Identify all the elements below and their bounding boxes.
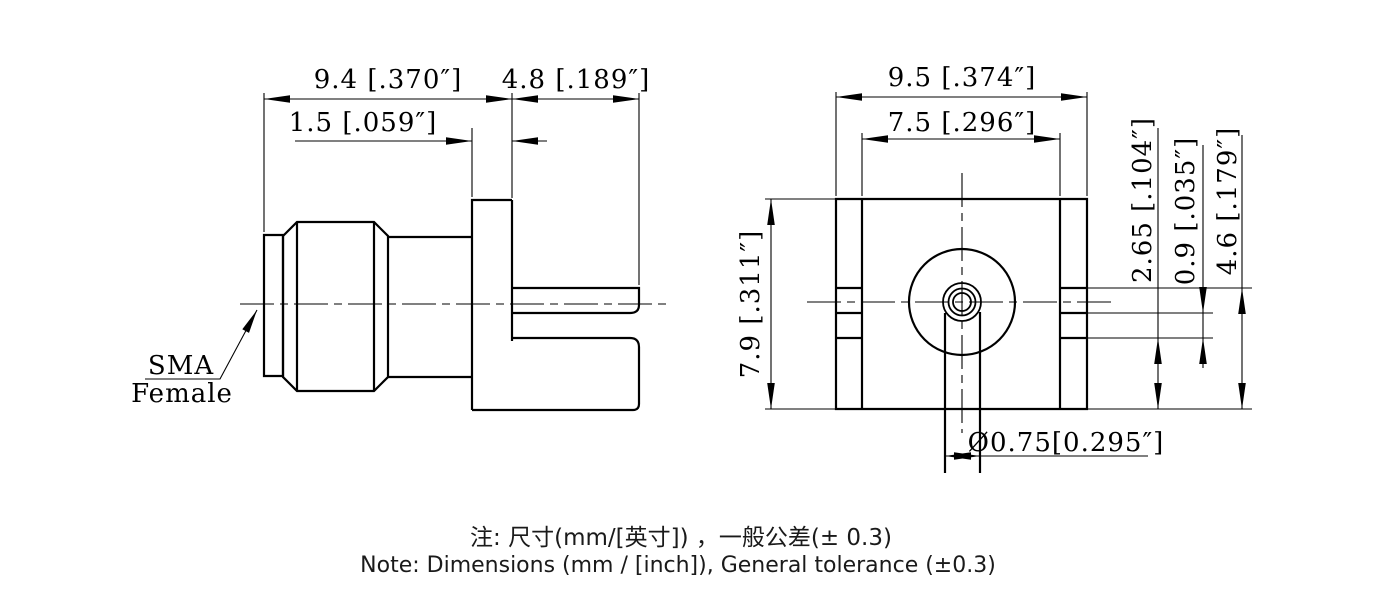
leader-arrow bbox=[242, 310, 257, 333]
hex-nut-outline bbox=[281, 220, 390, 393]
arrow bbox=[767, 199, 775, 225]
notes-block: 注: 尺寸(mm/[英寸]) ，一般公差(± 0.3) Note: Dimens… bbox=[360, 525, 996, 578]
body-block bbox=[470, 198, 512, 410]
slot-lines-right bbox=[1060, 286, 1087, 340]
front-interface-strip bbox=[262, 233, 285, 378]
connector-type-label-line2: Female bbox=[131, 379, 233, 409]
arrow bbox=[613, 95, 639, 103]
arrow bbox=[1034, 135, 1060, 143]
bottom-leg bbox=[472, 336, 641, 412]
contact-tab bbox=[512, 286, 641, 315]
arrow bbox=[264, 95, 290, 103]
connector-type-label-line1: SMA bbox=[148, 351, 214, 381]
arrow bbox=[1238, 288, 1246, 314]
arrow bbox=[1199, 287, 1207, 313]
arrow bbox=[1061, 93, 1087, 101]
arrow bbox=[1238, 383, 1246, 409]
arrow bbox=[512, 95, 538, 103]
arrow bbox=[767, 383, 775, 409]
dim-leg-length-label: 4.8 [.189″] bbox=[502, 65, 651, 95]
leader-line-sma bbox=[145, 309, 258, 380]
arrow bbox=[1154, 338, 1162, 364]
note-english: Note: Dimensions (mm / [inch]), General … bbox=[360, 553, 996, 578]
arrow bbox=[1154, 383, 1162, 409]
slot-lines-left bbox=[836, 286, 862, 340]
arrow bbox=[862, 135, 888, 143]
dim-overall-length-label: 9.4 [.370″] bbox=[314, 65, 463, 95]
note-chinese: 注: 尺寸(mm/[英寸]) ，一般公差(± 0.3) bbox=[470, 525, 892, 551]
dim-pin-diameter-label: Ø0.75[0.295″] bbox=[968, 428, 1165, 458]
front-view: 9.5 [.374″] 7.5 [.296″] 7.9 [.311″] 2.65… bbox=[736, 63, 1252, 473]
arrow bbox=[836, 93, 862, 101]
side-view: 9.4 [.370″] 4.8 [.189″] 1.5 [.059″] SMA … bbox=[131, 65, 668, 412]
arrow bbox=[512, 137, 538, 145]
dim-tab-to-bottom-label: 4.6 [.179″] bbox=[1213, 127, 1243, 276]
arrow bbox=[1199, 338, 1207, 364]
dim-body-step-label: 1.5 [.059″] bbox=[289, 108, 438, 138]
dim-inner-width-label: 7.5 [.296″] bbox=[888, 108, 1037, 138]
dim-slot-to-bottom-label: 2.65 [.104″] bbox=[1128, 117, 1158, 283]
dim-overall-width-label: 9.5 [.374″] bbox=[888, 63, 1037, 93]
arrow bbox=[446, 137, 472, 145]
dim-overall-height-label: 7.9 [.311″] bbox=[736, 230, 766, 379]
dim-slot-width-label: 0.9 [.035″] bbox=[1171, 137, 1201, 286]
arrow bbox=[486, 95, 512, 103]
arrow bbox=[954, 452, 980, 460]
